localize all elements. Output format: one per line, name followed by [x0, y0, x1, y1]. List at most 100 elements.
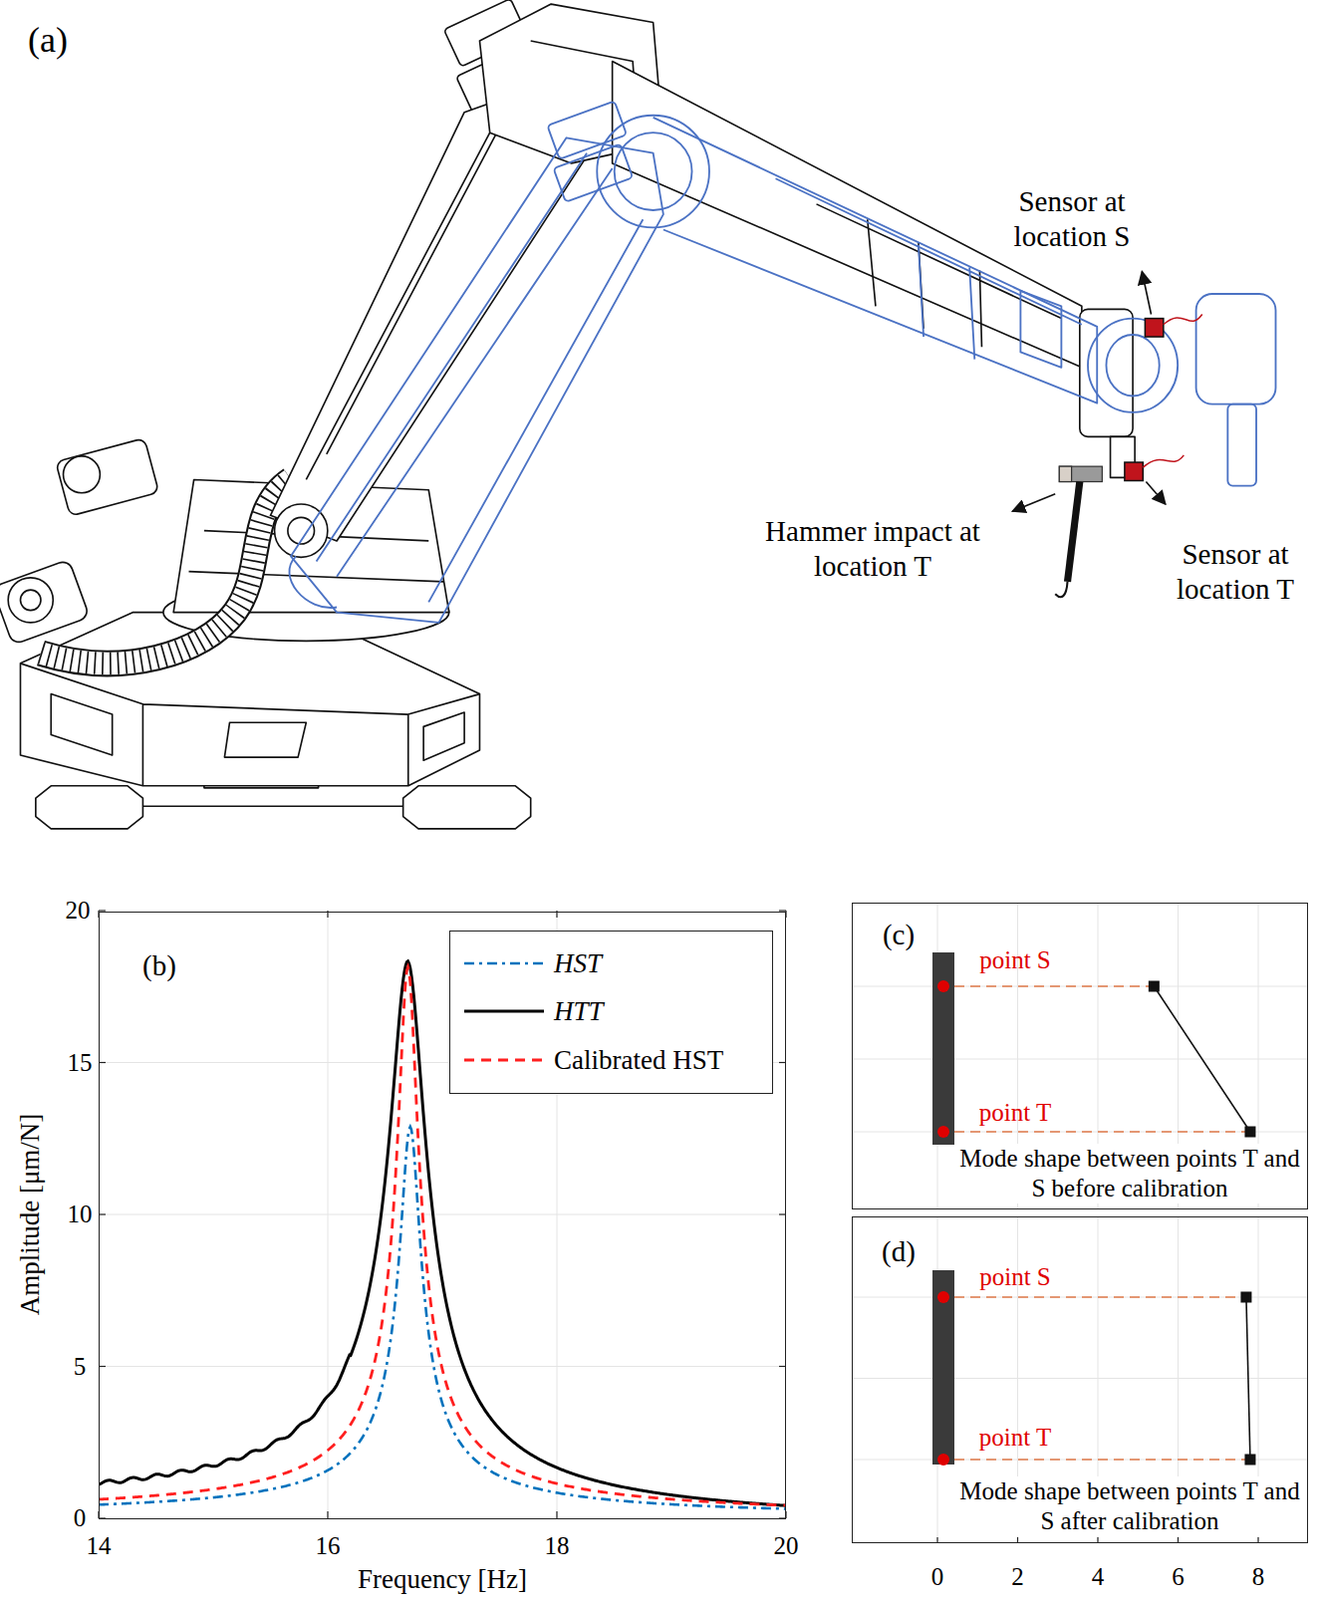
sensor-and-hammer — [1055, 314, 1203, 598]
point-label: point T — [979, 1422, 1052, 1453]
plot-panel: (c)point Spoint TMode shape between poin… — [851, 902, 1309, 1210]
robot-arm-pose-2 — [1196, 293, 1277, 405]
tick-label: 20 — [65, 895, 91, 926]
tick-mark — [779, 1365, 787, 1367]
robot-arm-pose-2 — [1105, 334, 1159, 396]
text-holder: 6 — [1171, 1562, 1185, 1592]
grid-line — [98, 910, 787, 1519]
text-holder: 16 — [315, 1531, 341, 1562]
hst-curve — [98, 1126, 787, 1509]
grid-line — [851, 986, 1309, 988]
sensor-and-hammer — [1163, 314, 1203, 325]
robot-arm-pose-2 — [288, 100, 1276, 622]
point-dot — [937, 1125, 950, 1138]
axis-title: Amplitude [μm/N] — [13, 1113, 46, 1317]
text-holder: 20 — [774, 1531, 799, 1562]
robot-arm-pose-2 — [653, 117, 1098, 404]
legend-sample — [462, 1001, 546, 1022]
cable-hose — [40, 479, 291, 663]
tick-label: 15 — [67, 1048, 93, 1078]
legend-entry: HTT — [450, 993, 770, 1030]
tick-label: 6 — [1171, 1562, 1185, 1592]
grid-line — [98, 1214, 787, 1216]
cable-hose — [40, 479, 291, 663]
point-dot — [937, 1453, 950, 1466]
mode-shape-plot — [851, 902, 1309, 1210]
leader-arrow — [1145, 482, 1165, 506]
robot-base — [403, 786, 531, 829]
robot-base — [142, 804, 403, 807]
robot-base — [0, 559, 90, 646]
tick-mark — [98, 910, 787, 1519]
dashed-guide — [954, 985, 1154, 988]
grid-line — [851, 1058, 1309, 1060]
legend-sample — [462, 1050, 546, 1070]
tick-mark — [779, 1213, 787, 1215]
tick-mark — [98, 1061, 106, 1063]
leader-arrow — [1012, 270, 1166, 512]
robot-arm-pose-2 — [1087, 318, 1178, 413]
text-holder: 0 — [73, 1503, 87, 1534]
tick-label: 14 — [86, 1531, 112, 1562]
callout-label: Hammer impact at location T — [758, 514, 988, 584]
tick-mark — [98, 1365, 106, 1367]
tick-mark — [98, 1213, 106, 1215]
robot-arm-pose-2 — [290, 137, 664, 623]
text-holder: 20 — [65, 895, 91, 926]
panel-tag: (b) — [142, 948, 177, 984]
sensor-and-hammer — [1142, 455, 1184, 468]
text-holder: 18 — [544, 1531, 570, 1562]
callout-label: Sensor at location T — [1155, 536, 1316, 607]
mode-marker — [1244, 1126, 1256, 1138]
sensor-and-hammer — [1055, 581, 1067, 597]
text-holder: (a) — [27, 18, 68, 62]
panel-tag: (d) — [881, 1234, 916, 1270]
legend-entry: HST — [450, 945, 770, 982]
mode-marker — [1240, 1292, 1252, 1304]
axis-title: Frequency [Hz] — [357, 1563, 528, 1595]
robot-arm-pose-2 — [614, 132, 693, 211]
robot-illustration — [0, 0, 1276, 829]
text-holder: (d) — [881, 1234, 916, 1270]
robot-base — [19, 589, 40, 610]
mode-marker — [1244, 1454, 1256, 1466]
panel-caption: Mode shape between points T and S after … — [955, 1476, 1305, 1537]
tick-mark — [779, 1061, 787, 1063]
point-label: point T — [979, 1097, 1052, 1128]
tick-label: 5 — [73, 1351, 87, 1382]
sensor-and-hammer — [1058, 466, 1102, 482]
point-dot — [937, 1291, 950, 1304]
dashed-guide — [954, 986, 1251, 1132]
robot-base — [50, 694, 112, 756]
grid-line — [851, 1131, 1309, 1133]
tick-label: 4 — [1091, 1562, 1105, 1592]
robot-base — [224, 722, 306, 758]
dashed-guide — [954, 1296, 1247, 1299]
tick-label: 10 — [67, 1199, 93, 1230]
text-holder: 4 — [1091, 1562, 1105, 1592]
text-holder: Sensor at location T — [1155, 536, 1316, 607]
robot-base — [423, 712, 465, 761]
legend-entry: Calibrated HST — [450, 1042, 770, 1078]
leader-arrow — [1012, 494, 1056, 512]
mode-line — [1246, 1297, 1251, 1460]
sensor-and-hammer — [1124, 462, 1143, 481]
callout-label: Sensor at location S — [990, 184, 1155, 255]
sensor-and-hammer — [1058, 466, 1071, 482]
grid-line — [851, 1216, 1309, 1544]
mode-marker — [1148, 981, 1160, 993]
legend-text: HST — [553, 947, 602, 980]
frf-plot — [98, 910, 787, 1519]
beam-bar — [932, 1270, 955, 1465]
leader-arrow — [1141, 270, 1151, 314]
point-dot — [937, 980, 950, 993]
text-holder: 10 — [67, 1199, 93, 1230]
beam-bar — [932, 952, 955, 1145]
grid-line — [851, 1459, 1309, 1461]
text-holder: point S — [979, 945, 1052, 976]
mode-line — [1153, 986, 1251, 1132]
robot-arm-pose-1 — [269, 0, 1135, 557]
tick-label: 20 — [774, 1531, 799, 1562]
point-label: point S — [979, 1262, 1052, 1293]
text-holder: Frequency [Hz] — [357, 1563, 528, 1595]
